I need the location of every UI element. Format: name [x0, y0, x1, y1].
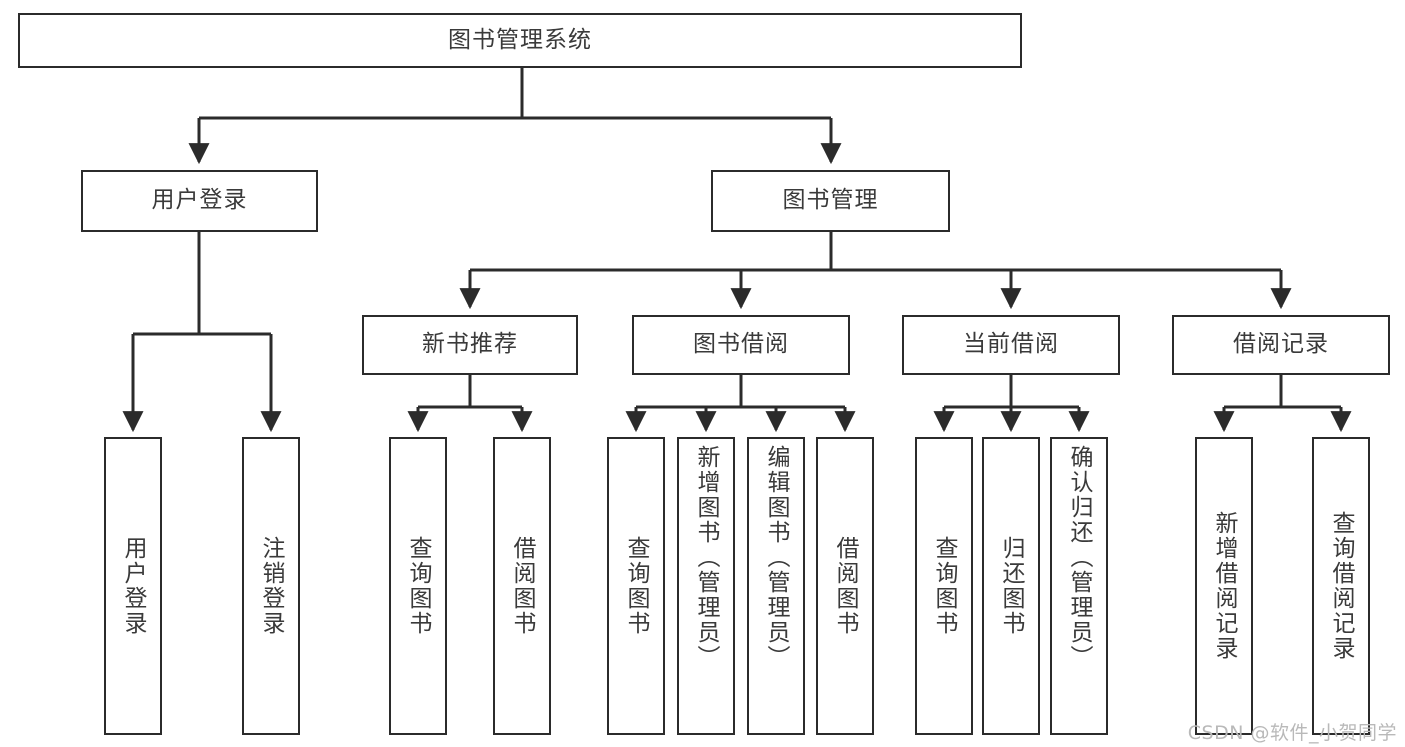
leaf-current-return-book[interactable]: 归还图书: [982, 437, 1040, 735]
leaf-label: 借阅图书: [832, 536, 859, 636]
leaf-label: 查询借阅记录: [1328, 511, 1355, 661]
leaf-label: 用户登录: [120, 536, 147, 636]
node-new-book-recommend-label: 新书推荐: [422, 331, 518, 358]
leaf-label: 确认归还（管理员）: [1066, 445, 1093, 670]
node-book-management[interactable]: 图书管理: [711, 170, 950, 232]
node-new-book-recommend[interactable]: 新书推荐: [362, 315, 578, 375]
leaf-record-query-record[interactable]: 查询借阅记录: [1312, 437, 1370, 735]
node-user-login[interactable]: 用户登录: [81, 170, 318, 232]
node-book-borrow[interactable]: 图书借阅: [632, 315, 850, 375]
node-user-login-label: 用户登录: [151, 187, 248, 214]
leaf-borrow-edit-book-admin[interactable]: 编辑图书（管理员）: [747, 437, 805, 735]
leaf-label: 查询图书: [931, 536, 958, 636]
node-current-borrow[interactable]: 当前借阅: [902, 315, 1120, 375]
node-book-borrow-label: 图书借阅: [693, 331, 789, 358]
leaf-new-book-query-book[interactable]: 查询图书: [389, 437, 447, 735]
leaf-borrow-borrow-book[interactable]: 借阅图书: [816, 437, 874, 735]
node-borrow-record[interactable]: 借阅记录: [1172, 315, 1390, 375]
leaf-label: 编辑图书（管理员）: [763, 445, 790, 670]
leaf-label: 新增图书（管理员）: [693, 445, 720, 670]
leaf-current-confirm-return-admin[interactable]: 确认归还（管理员）: [1050, 437, 1108, 735]
node-root[interactable]: 图书管理系统: [18, 13, 1022, 68]
leaf-label: 归还图书: [998, 536, 1025, 636]
leaf-record-add-record[interactable]: 新增借阅记录: [1195, 437, 1253, 735]
node-root-label: 图书管理系统: [448, 26, 592, 53]
node-current-borrow-label: 当前借阅: [963, 331, 1059, 358]
leaf-label: 新增借阅记录: [1211, 511, 1238, 661]
leaf-new-book-borrow-book[interactable]: 借阅图书: [493, 437, 551, 735]
leaf-label: 查询图书: [405, 536, 432, 636]
leaf-borrow-add-book-admin[interactable]: 新增图书（管理员）: [677, 437, 735, 735]
leaf-label: 借阅图书: [509, 536, 536, 636]
watermark: CSDN @软件_小贺同学: [1187, 722, 1397, 744]
leaf-borrow-query-book[interactable]: 查询图书: [607, 437, 665, 735]
leaf-label: 注销登录: [258, 536, 285, 636]
leaf-current-query-book[interactable]: 查询图书: [915, 437, 973, 735]
node-book-management-label: 图书管理: [782, 187, 879, 214]
node-borrow-record-label: 借阅记录: [1233, 331, 1329, 358]
leaf-label: 查询图书: [623, 536, 650, 636]
leaf-user-login-logout[interactable]: 注销登录: [242, 437, 300, 735]
leaf-user-login-login[interactable]: 用户登录: [104, 437, 162, 735]
